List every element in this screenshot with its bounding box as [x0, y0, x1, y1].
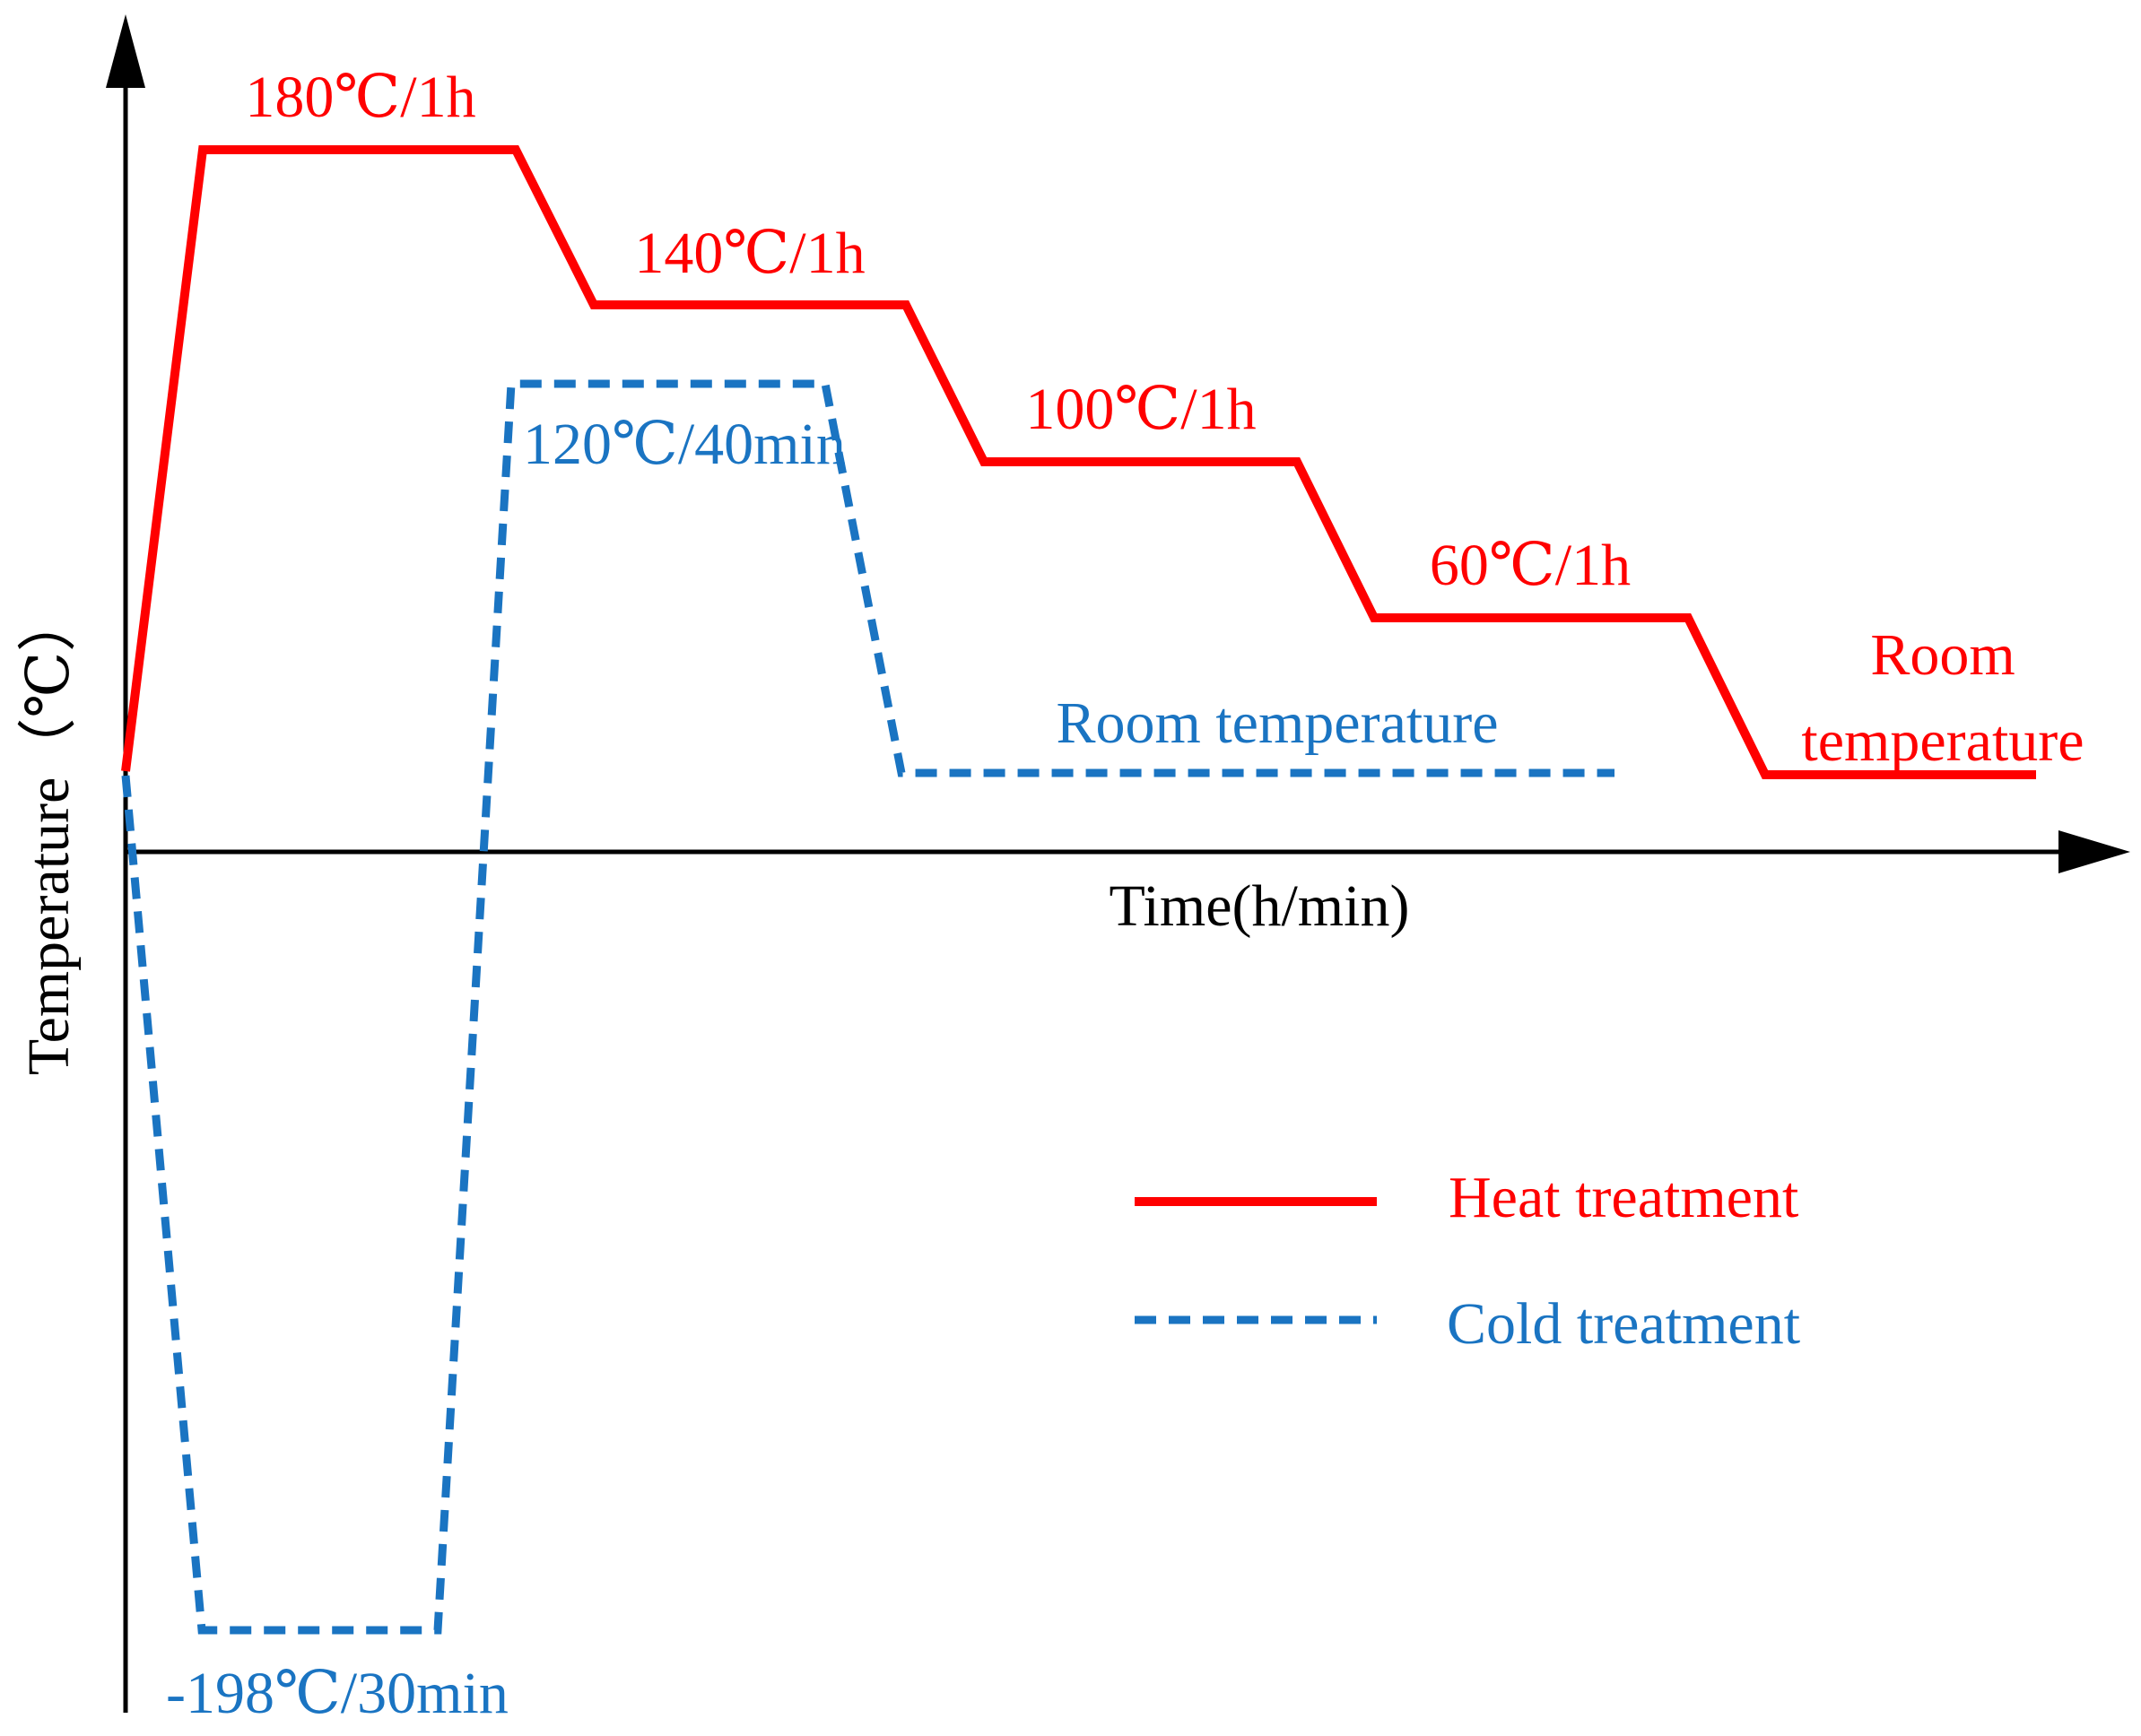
axes: [106, 14, 2130, 1713]
legend-item-cold: Cold treatment: [1135, 1291, 1800, 1357]
legend: Heat treatment Cold treatment: [1135, 1165, 1800, 1357]
heat-stage-label: 60℃/1h: [1430, 533, 1631, 598]
x-axis-label: Time(h/min): [1110, 873, 1410, 939]
cold-stage-labels: 120℃/40min Room temperature -198℃/30min: [166, 412, 1499, 1726]
y-axis-label: Temperature（℃）: [16, 593, 82, 1075]
heat-treatment-line: [121, 145, 2036, 779]
legend-cold-label: Cold treatment: [1447, 1291, 1800, 1357]
y-axis-arrow-icon: [106, 14, 145, 88]
cold-low-stage-label: -198℃/30min: [166, 1661, 509, 1726]
cold-treatment-line: [121, 379, 1614, 1635]
x-axis-arrow-icon: [2058, 830, 2130, 873]
heat-stage-labels: 180℃/1h 140℃/1h 100℃/1h 60℃/1h Room temp…: [245, 65, 2084, 774]
heat-stage-label: 140℃/1h: [634, 221, 865, 286]
cold-final-stage-label: Room temperature: [1056, 690, 1498, 756]
heat-final-stage-label-line1: Room: [1870, 622, 2015, 688]
cold-high-stage-label: 120℃/40min: [523, 412, 846, 477]
legend-heat-label: Heat treatment: [1449, 1165, 1798, 1230]
heat-stage-label: 100℃/1h: [1025, 377, 1256, 442]
heat-final-stage-label-line2: temperature: [1801, 708, 2084, 774]
heat-stage-label: 180℃/1h: [245, 65, 475, 130]
legend-item-heat: Heat treatment: [1135, 1165, 1798, 1230]
